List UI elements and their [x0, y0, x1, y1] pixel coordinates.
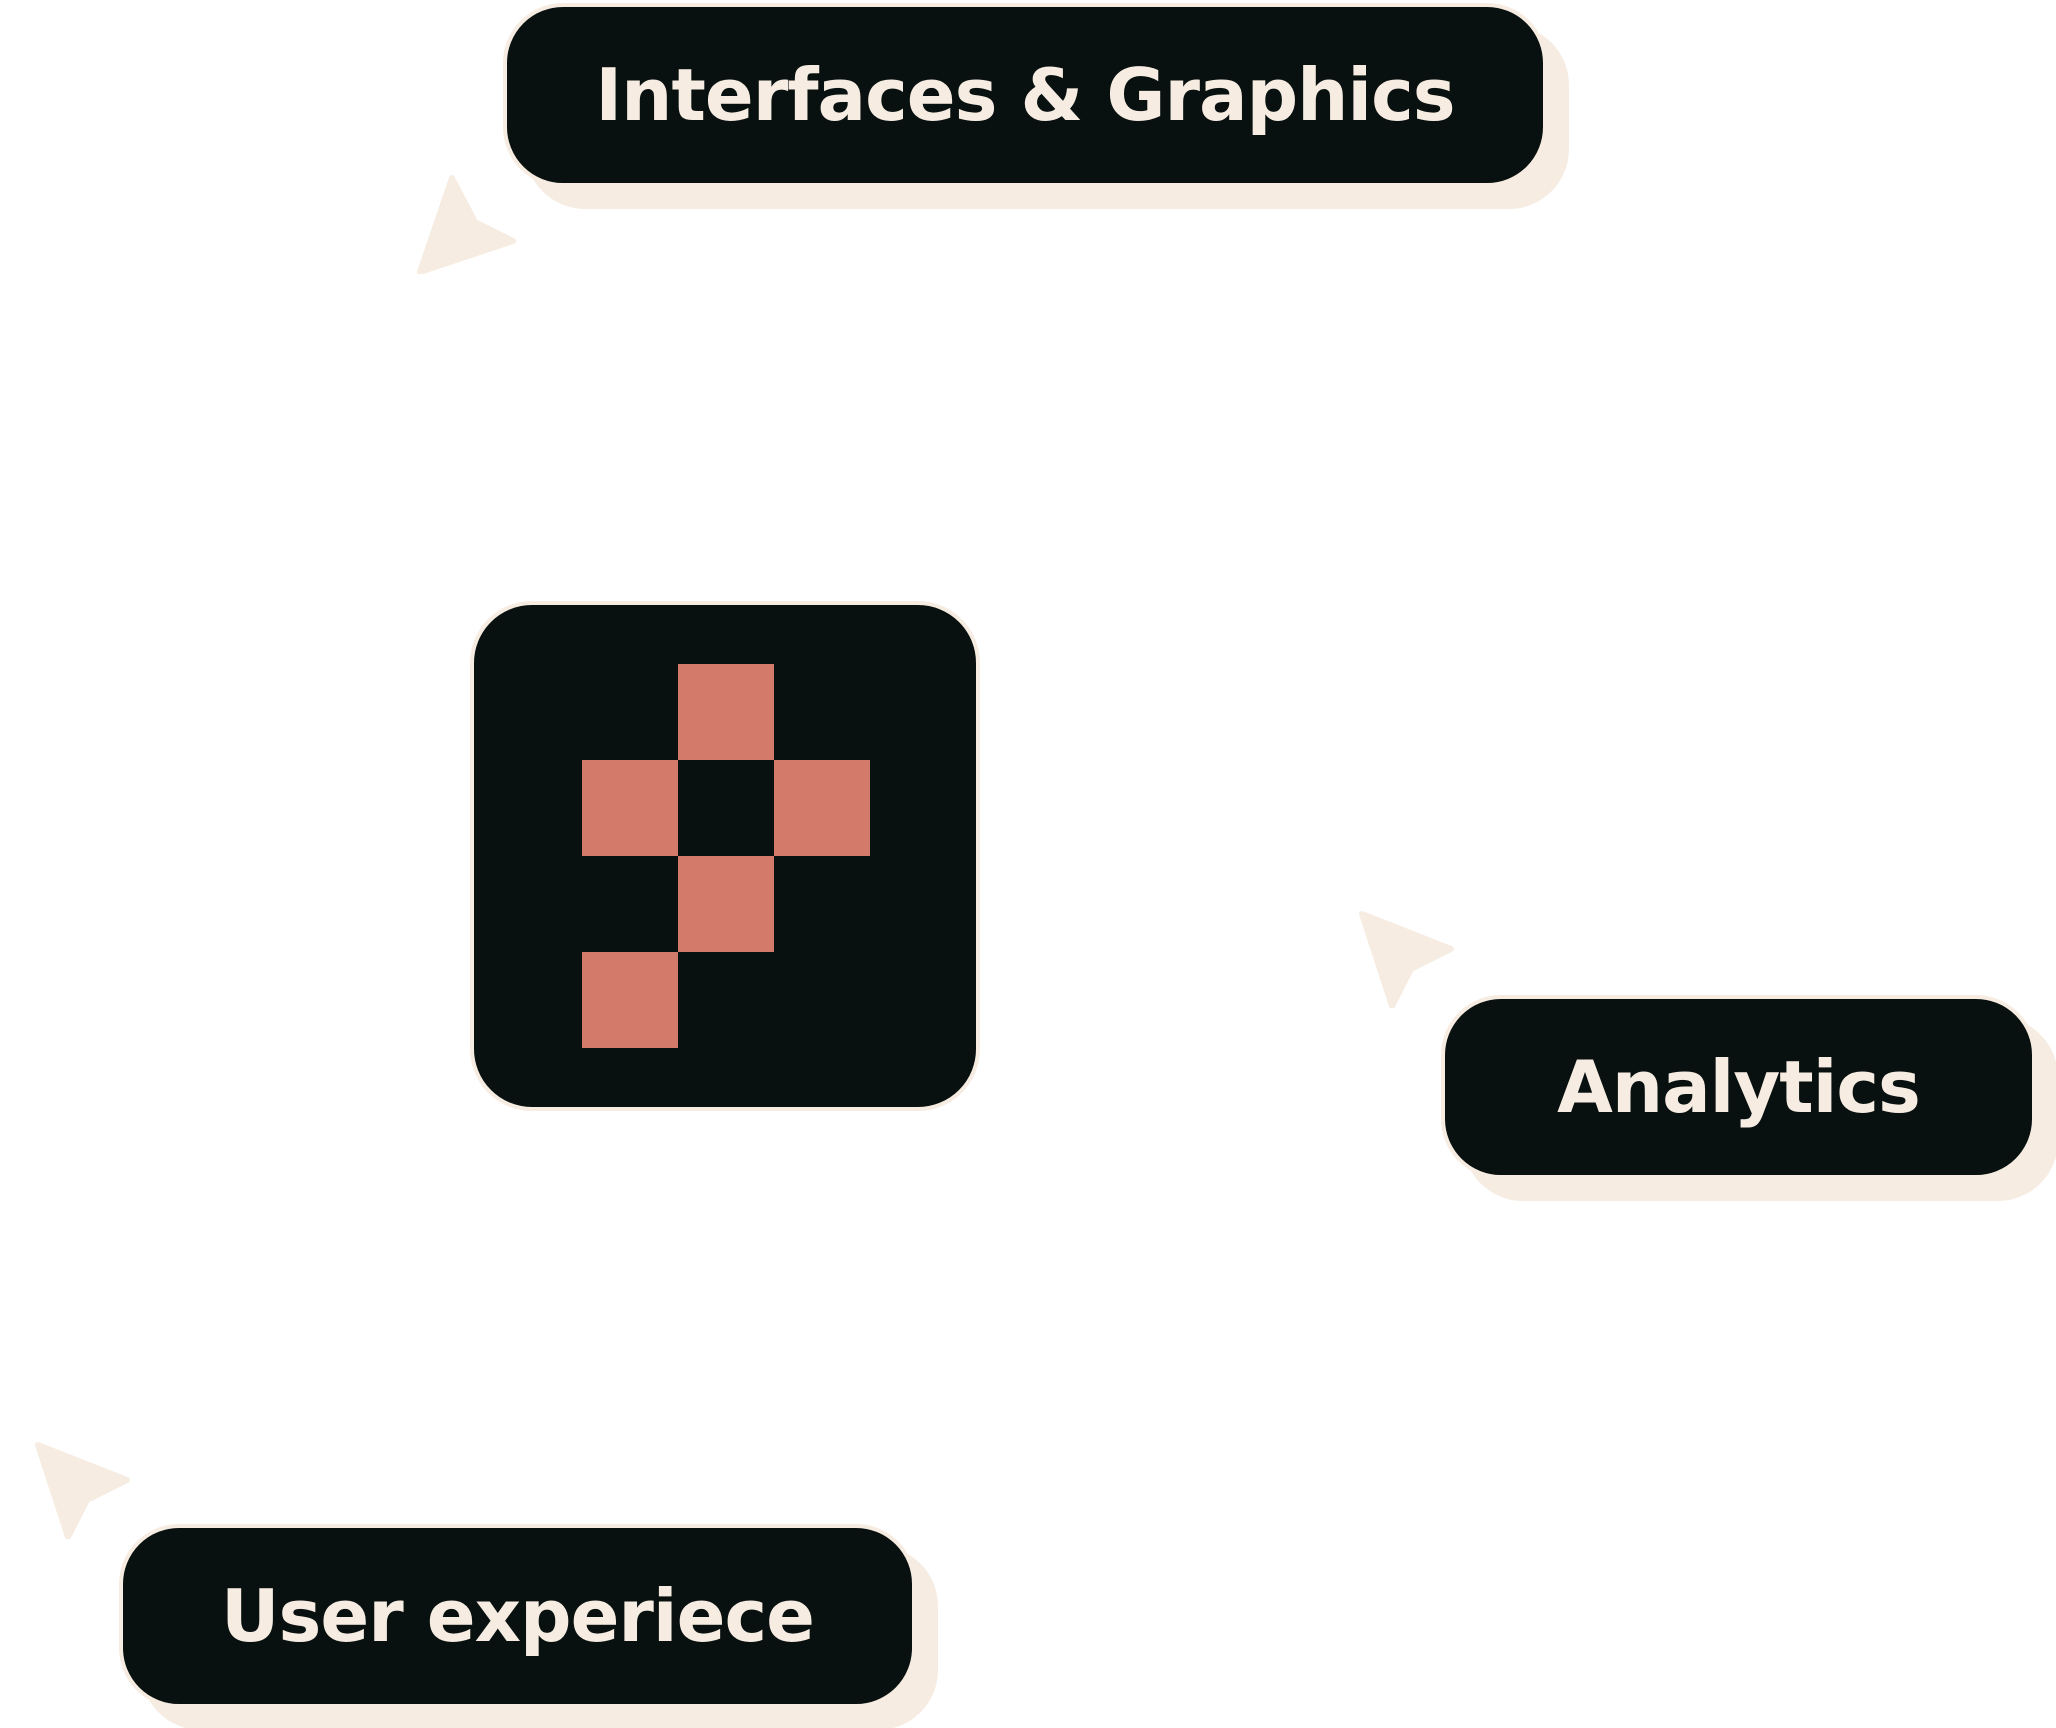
pointer-arrow-icon: [416, 174, 516, 275]
analytics-pill: Analytics: [1441, 995, 2036, 1179]
pointer-arrow-icon: [34, 1439, 134, 1540]
analytics-label: Analytics: [1557, 1045, 1921, 1129]
interfaces-graphics-label: Interfaces & Graphics: [595, 53, 1455, 137]
user-experience-label: User experiece: [221, 1574, 815, 1658]
interfaces-graphics-pill: Interfaces & Graphics: [503, 3, 1547, 187]
logo-card: [470, 601, 980, 1111]
pointer-arrow-icon: [1358, 908, 1458, 1009]
pixel-logo-icon: [582, 664, 870, 1048]
user-experience-pill: User experiece: [119, 1524, 916, 1708]
